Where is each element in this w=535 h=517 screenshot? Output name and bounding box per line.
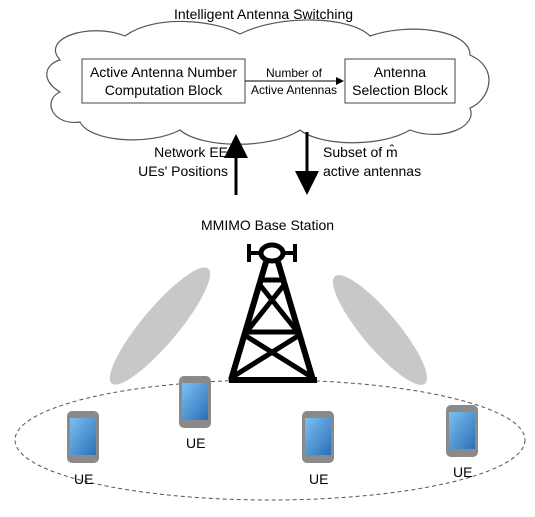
right-beam — [332, 275, 428, 385]
tower-icon — [228, 242, 317, 383]
base-station-label: MMIMO Base Station — [201, 217, 335, 233]
ue-phone-2-icon — [179, 376, 211, 428]
downlink-line1: Subset of m̂ — [323, 144, 398, 160]
ue-label-2: UE — [186, 435, 206, 451]
active-antenna-number-block — [81, 58, 246, 104]
cloud-shape — [46, 19, 490, 145]
uplink-line2: UEs' Positions — [138, 163, 228, 179]
uplink-line1: Network EE — [154, 144, 228, 160]
right-block-label: Antenna Selection Block — [345, 63, 455, 99]
link-label-line1: Number of — [265, 66, 323, 80]
link-label-line2: Active Antennas — [250, 83, 338, 97]
left-block-line1: Active Antenna Number — [89, 64, 238, 80]
link-label: Number of Active Antennas — [245, 65, 343, 98]
diagram-title: Intelligent Antenna Switching — [174, 6, 354, 22]
uplink-label: Network EE UEs' Positions — [128, 143, 228, 181]
ue-label-1: UE — [74, 471, 94, 487]
ue-phone-1-icon — [67, 411, 99, 463]
left-block-label: Active Antenna Number Computation Block — [82, 63, 245, 99]
downlink-line2: active antennas — [323, 163, 422, 179]
ue-phone-4-icon — [446, 405, 478, 457]
left-beam — [109, 267, 211, 385]
ue-label-3: UE — [309, 471, 329, 487]
right-block-line1: Antenna — [373, 64, 427, 80]
downlink-label: Subset of m̂ active antennas — [323, 143, 421, 181]
antenna-selection-block — [344, 58, 456, 104]
ue-label-4: UE — [453, 464, 473, 480]
left-block-line2: Computation Block — [104, 82, 223, 98]
right-block-line2: Selection Block — [352, 82, 448, 98]
ue-phone-3-icon — [302, 411, 334, 463]
